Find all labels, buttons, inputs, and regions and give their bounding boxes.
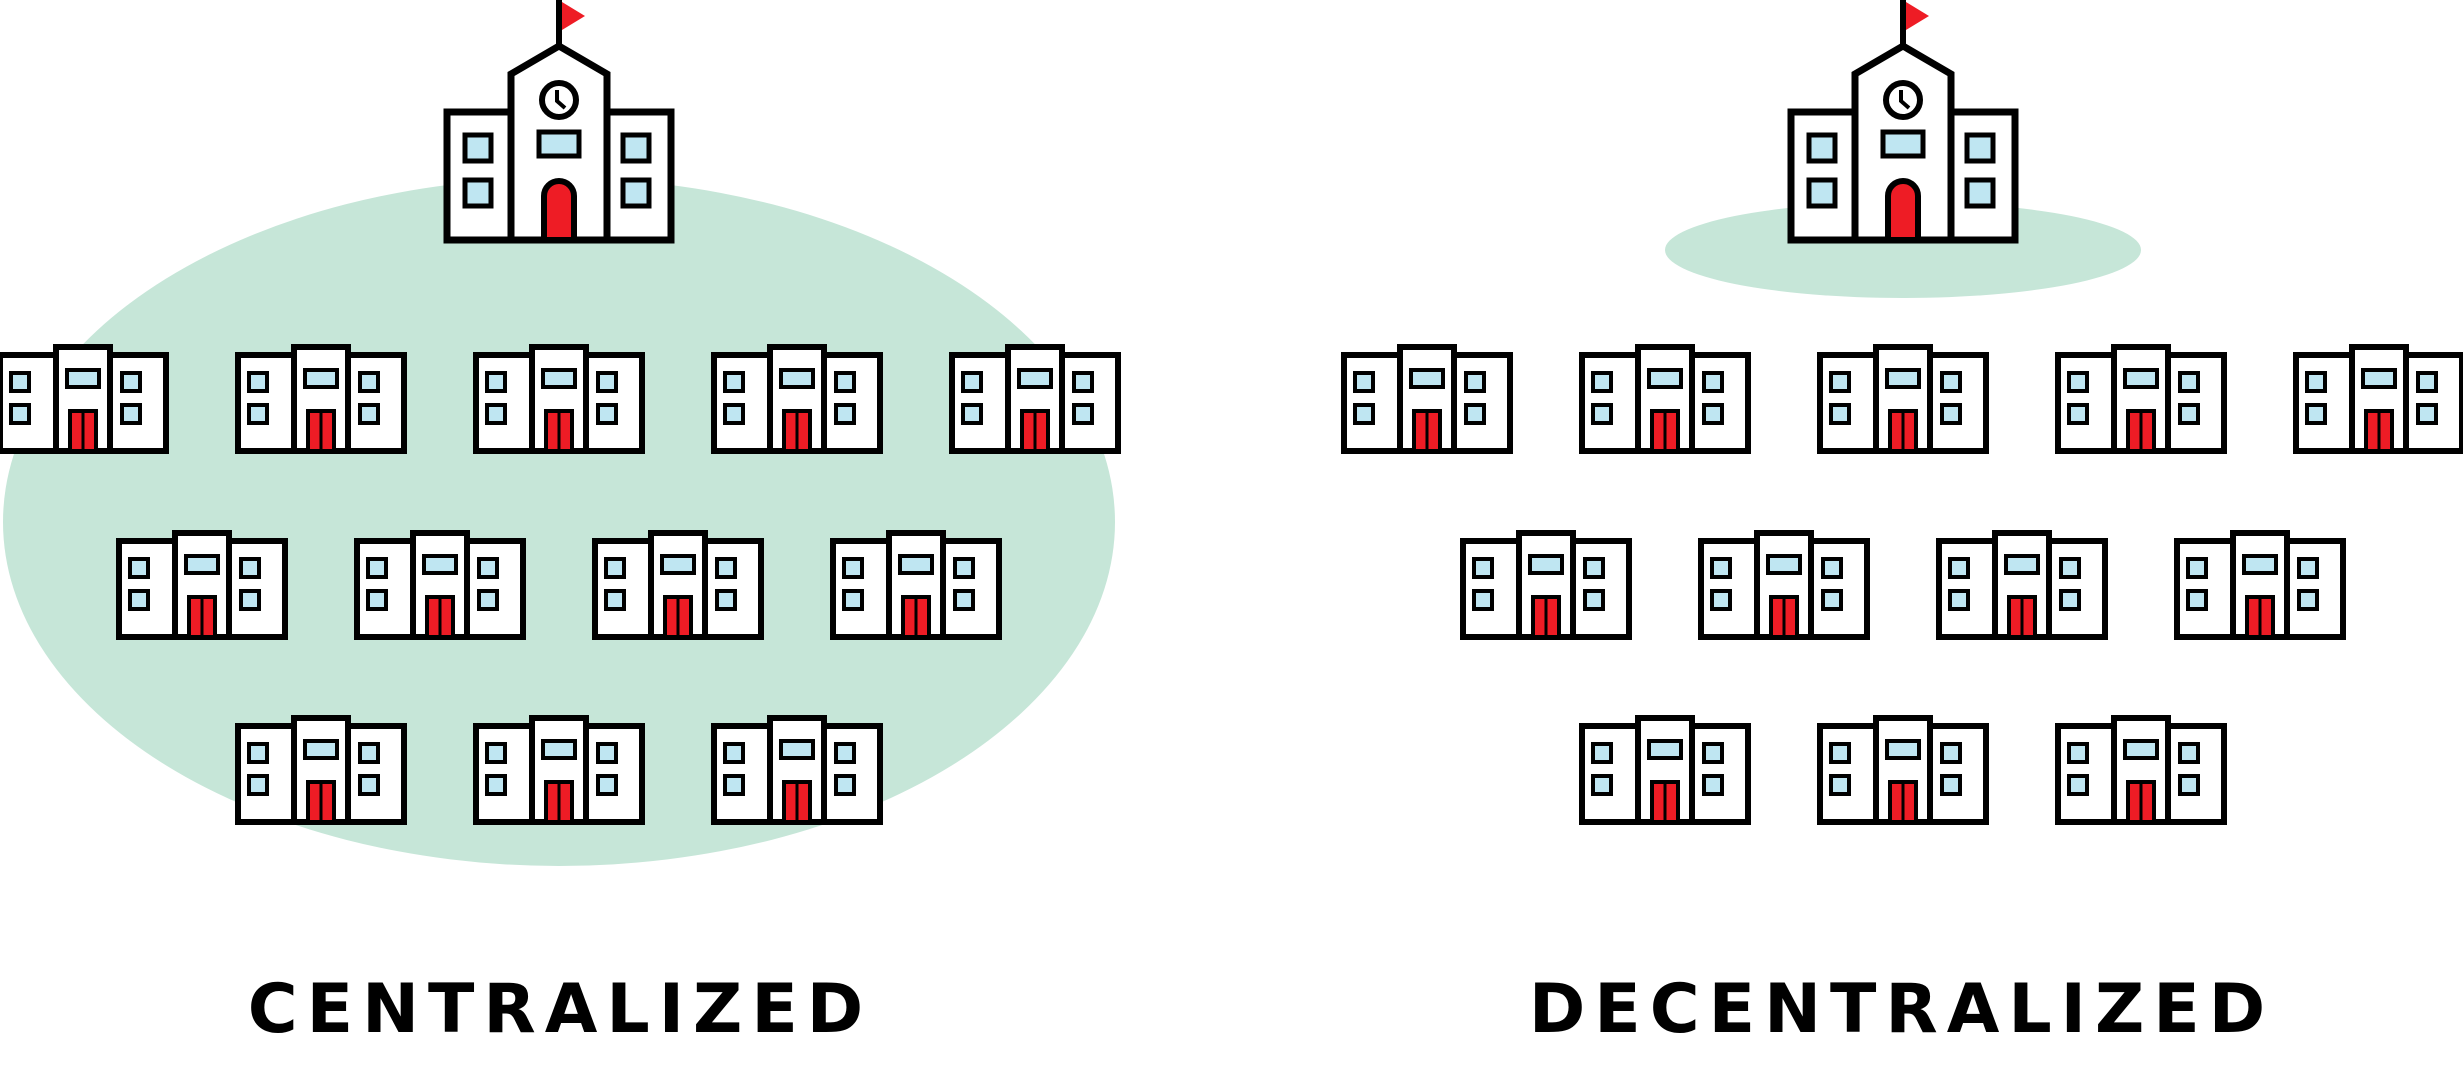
centralized-label: CENTRALIZED: [247, 970, 873, 1049]
school-icon: [0, 344, 169, 454]
school-icon: [1698, 530, 1870, 640]
school-icon: [711, 344, 883, 454]
school-icon: [1341, 344, 1513, 454]
school-icon: [473, 344, 645, 454]
zone-of-control: [1665, 202, 2141, 298]
school-icon: [1579, 344, 1751, 454]
school-icon: [2293, 344, 2463, 454]
school-icon: [711, 715, 883, 825]
school-icon: [354, 530, 526, 640]
school-icon: [830, 530, 1002, 640]
school-icon: [2055, 715, 2227, 825]
district-office-icon: [443, 0, 675, 244]
schools-group: [1341, 344, 2463, 825]
school-icon: [235, 715, 407, 825]
centralized-panel: [0, 0, 1121, 866]
school-icon: [1460, 530, 1632, 640]
school-icon: [1579, 715, 1751, 825]
school-icon: [949, 344, 1121, 454]
decentralized-label: DECENTRALIZED: [1528, 970, 2275, 1049]
school-icon: [2055, 344, 2227, 454]
district-office-icon: [1787, 0, 2019, 244]
school-icon: [1817, 715, 1989, 825]
schools-group: [0, 344, 1121, 825]
school-icon: [1936, 530, 2108, 640]
school-icon: [2174, 530, 2346, 640]
school-icon: [116, 530, 288, 640]
decentralized-panel: [1341, 0, 2463, 825]
zone-of-control: [3, 178, 1115, 866]
school-icon: [473, 715, 645, 825]
school-icon: [592, 530, 764, 640]
school-icon: [1817, 344, 1989, 454]
school-icon: [235, 344, 407, 454]
